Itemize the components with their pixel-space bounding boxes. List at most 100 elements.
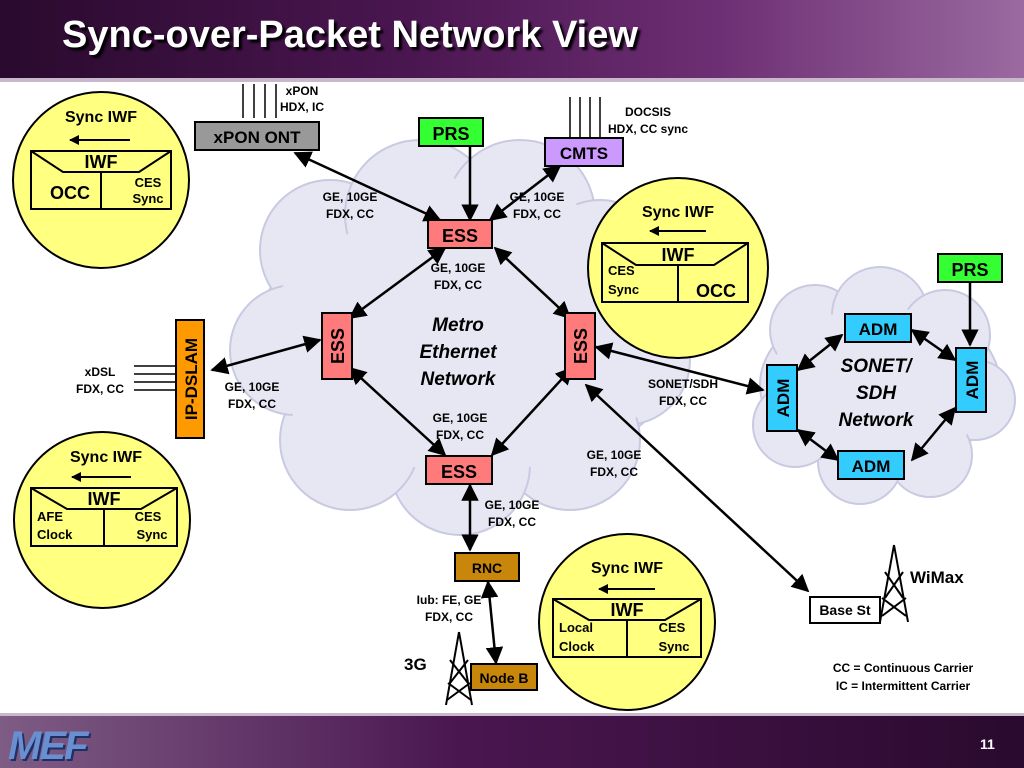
- legend-cc: CC = Continuous Carrier: [833, 661, 974, 675]
- link-ess-basest: [584, 383, 810, 593]
- ip-dslam-node: IP-DSLAM: [175, 319, 205, 439]
- ess-left-node: ESS: [321, 312, 353, 380]
- link-adm-top-right: [910, 328, 957, 362]
- sync-label: Sync: [136, 527, 167, 542]
- link-speed-label: FDX, CC: [488, 515, 536, 529]
- iwf-label: IWF: [85, 152, 118, 172]
- ess-top-label: ESS: [442, 226, 478, 246]
- link-ess-top-right: [493, 246, 572, 320]
- iub-label: FDX, CC: [425, 610, 473, 624]
- sonet-cloud-line: Network: [839, 410, 915, 431]
- prs-top-label: PRS: [432, 124, 469, 144]
- iwf-label: IWF: [662, 245, 695, 265]
- sync-iwf-title: Sync IWF: [65, 109, 137, 126]
- ess-right-node: ESS: [564, 312, 596, 380]
- sonet-sdh-label: FDX, CC: [659, 394, 707, 408]
- afe-label: AFE: [37, 509, 63, 524]
- ces-label: CES: [135, 509, 162, 524]
- prs-right-node: PRS: [937, 253, 1003, 283]
- link-dslam-ess: [210, 335, 322, 375]
- page-number: 11: [980, 736, 995, 752]
- node-b-label: Node B: [480, 670, 529, 686]
- docsis-label: DOCSIS: [625, 105, 671, 119]
- sync-label: Sync: [132, 191, 163, 206]
- occ-label: OCC: [50, 183, 90, 203]
- adm-bottom-label: ADM: [852, 457, 891, 476]
- sync-iwf-circle: Sync IWF IWF CES Sync OCC: [587, 177, 769, 359]
- adm-right-label: ADM: [963, 361, 982, 400]
- link-ess-right-bottom: [490, 366, 574, 457]
- link-ess-adm: [594, 342, 765, 395]
- sonet-cloud-label: SONET/ SDH Network: [839, 356, 915, 431]
- base-st-node: Base St: [809, 596, 881, 624]
- clock-label: Clock: [559, 639, 595, 654]
- clock-label: Clock: [37, 527, 73, 542]
- metro-cloud-line: Metro: [432, 315, 484, 336]
- ess-bottom-label: ESS: [441, 462, 477, 482]
- metro-cloud-label: Metro Ethernet Network: [419, 315, 497, 390]
- metro-cloud-line: Network: [421, 369, 497, 390]
- iwf-label: IWF: [88, 489, 121, 509]
- prs-right-label: PRS: [951, 260, 988, 280]
- link-speed-label: GE, 10GE: [510, 190, 565, 204]
- sync-label: Sync: [608, 282, 639, 297]
- prs-top-node: PRS: [418, 117, 484, 147]
- access-lines: [134, 84, 601, 391]
- ces-label: CES: [659, 620, 686, 635]
- ip-dslam-label: IP-DSLAM: [182, 338, 201, 420]
- header-bar: [0, 0, 1024, 78]
- xpon-label: HDX, IC: [280, 100, 324, 114]
- xpon-ont-label: xPON ONT: [214, 128, 302, 147]
- link-speed-label: GE, 10GE: [433, 411, 488, 425]
- link-adm-left-bottom: [796, 428, 840, 462]
- link-xpon-ess: [293, 151, 442, 222]
- footer-bar: [0, 716, 1024, 768]
- legend-ic: IC = Intermittent Carrier: [836, 679, 971, 693]
- rnc-node: RNC: [454, 552, 520, 582]
- adm-right-node: ADM: [955, 347, 987, 413]
- link-rnc-nodeb: [480, 580, 504, 665]
- connections: [210, 145, 979, 665]
- ess-bottom-node: ESS: [425, 455, 493, 485]
- xdsl-label: xDSL: [85, 365, 116, 379]
- sync-label: Sync: [658, 639, 689, 654]
- sonet-cloud-line: SONET/: [841, 356, 913, 377]
- sync-iwf-circle: Sync IWF IWF Local Clock CES Sync: [538, 533, 716, 711]
- sonet-sdh-label: SONET/SDH: [648, 377, 718, 391]
- xdsl-label: FDX, CC: [76, 382, 124, 396]
- adm-left-label: ADM: [774, 379, 793, 418]
- legend: CC = Continuous Carrier IC = Intermitten…: [833, 661, 974, 693]
- link-adm-left-top: [796, 333, 844, 372]
- ess-right-label: ESS: [571, 328, 591, 364]
- footer-divider: [0, 713, 1024, 716]
- occ-label: OCC: [696, 281, 736, 301]
- link-cmts-ess: [488, 164, 562, 222]
- link-ess-left-bottom: [348, 366, 447, 457]
- link-speed-label: GE, 10GE: [587, 448, 642, 462]
- link-speed-label: GE, 10GE: [323, 190, 378, 204]
- link-labels: xPON HDX, IC DOCSIS HDX, CC sync GE, 10G…: [76, 84, 718, 624]
- cmts-label: CMTS: [560, 144, 608, 163]
- sync-iwf-circle: Sync IWF IWF AFE Clock CES Sync: [13, 431, 191, 609]
- link-speed-label: FDX, CC: [228, 397, 276, 411]
- ess-left-label: ESS: [328, 328, 348, 364]
- link-speed-label: GE, 10GE: [225, 380, 280, 394]
- header-divider: [0, 78, 1024, 82]
- mef-logo: MEF: [8, 724, 88, 768]
- sync-iwf-circle: Sync IWF IWF OCC CES Sync: [12, 91, 190, 269]
- wimax-label: WiMax: [910, 568, 964, 587]
- cell-tower-3g-icon: [445, 631, 473, 706]
- metro-cloud-line: Ethernet: [419, 342, 497, 363]
- link-speed-label: FDX, CC: [326, 207, 374, 221]
- iub-label: Iub: FE, GE: [417, 593, 482, 607]
- link-adm-bottom-right: [910, 406, 957, 462]
- adm-left-node: ADM: [766, 364, 798, 432]
- three-g-label: 3G: [404, 655, 427, 674]
- rnc-label: RNC: [472, 560, 502, 576]
- ces-label: CES: [608, 263, 635, 278]
- ces-label: CES: [135, 175, 162, 190]
- iwf-box: [601, 242, 749, 303]
- sonet-cloud-line: SDH: [856, 383, 897, 404]
